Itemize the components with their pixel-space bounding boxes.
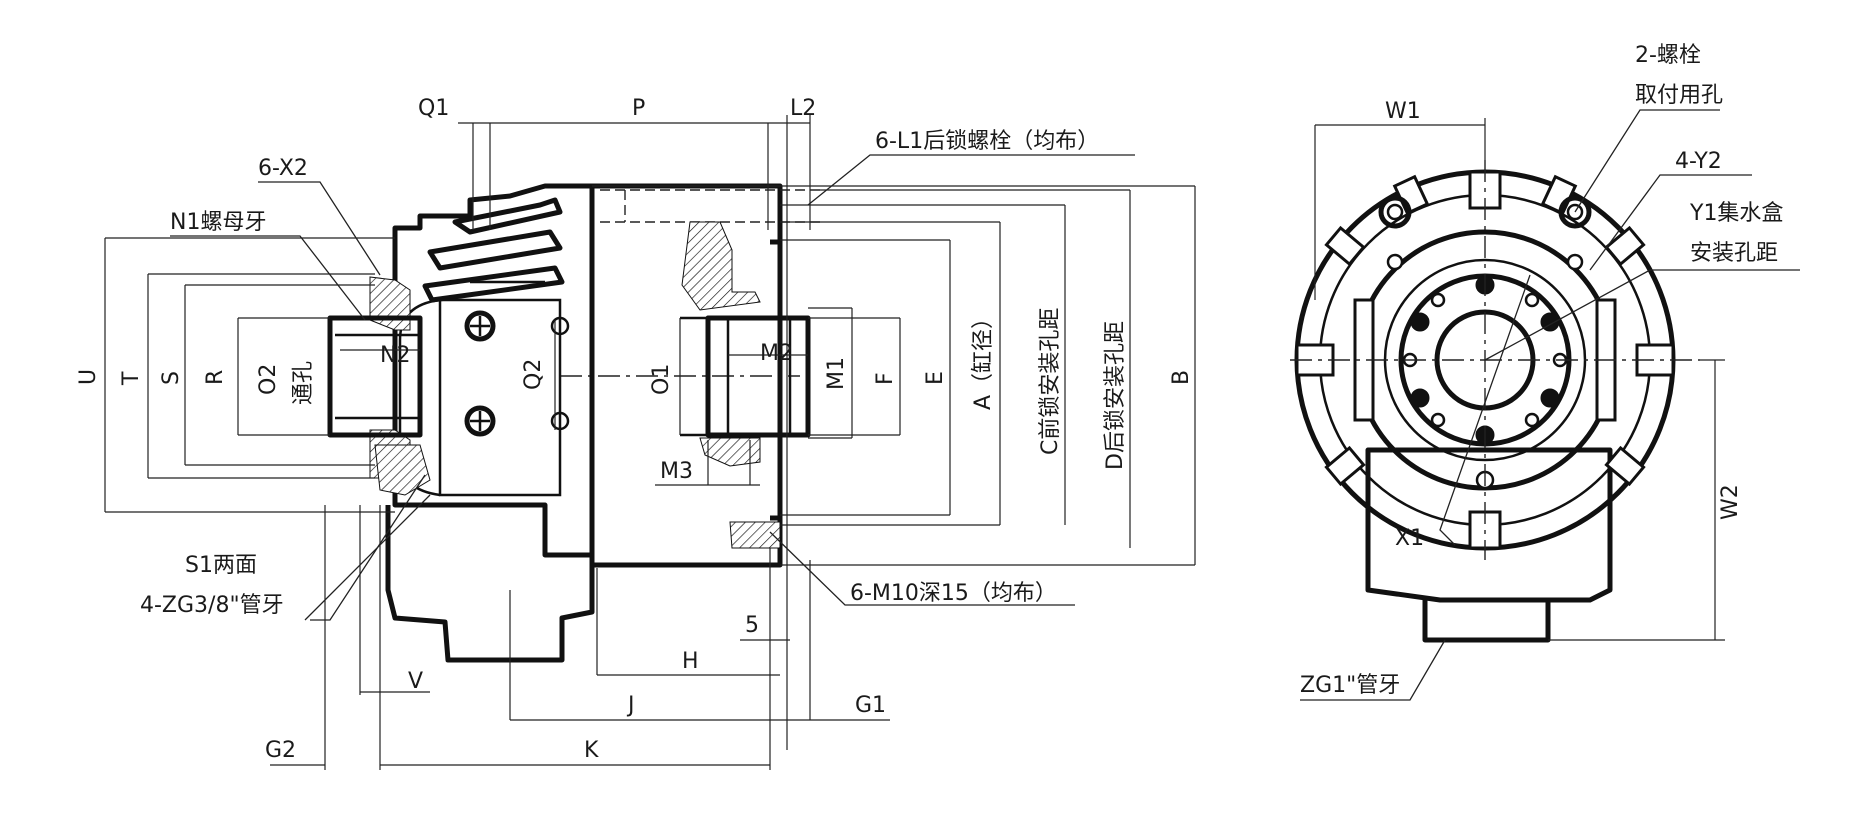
label-r: R	[203, 370, 228, 385]
label-s: S	[159, 371, 184, 385]
label-o2: O2	[256, 364, 281, 395]
label-y1-box: Y1集水盒	[1689, 201, 1783, 226]
label-m1: M1	[824, 357, 849, 390]
front-view: 2-螺栓 取付用孔 W1 4-Y2 Y1集水盒 安装孔距 W2 X1 ZG1"管…	[1290, 43, 1800, 701]
label-m3: M3	[660, 459, 693, 484]
label-e: E	[923, 371, 948, 385]
label-q1: Q1	[418, 96, 449, 121]
label-zg1: ZG1"管牙	[1300, 673, 1400, 698]
label-p: P	[632, 96, 645, 121]
label-k: K	[584, 738, 599, 763]
label-o1: O1	[649, 364, 674, 395]
label-5: 5	[745, 613, 759, 638]
label-u: U	[76, 369, 101, 385]
label-x1: X1	[1395, 526, 1424, 551]
label-g1: G1	[855, 693, 886, 718]
label-b: B	[1169, 370, 1194, 385]
label-c-front-hole: C前锁安装孔距	[1038, 308, 1063, 455]
zg1-port	[1422, 598, 1551, 643]
side-dimensions	[104, 115, 1196, 770]
label-l1-bolt: 6-L1后锁螺栓（均布）	[875, 129, 1099, 154]
label-h: H	[682, 649, 699, 674]
label-4-y2: 4-Y2	[1675, 149, 1722, 174]
port-upper	[464, 310, 496, 342]
label-m2: M2	[760, 341, 793, 366]
port-lower	[464, 405, 496, 437]
label-a-bore: A（缸径）	[971, 307, 996, 410]
label-j: J	[626, 693, 635, 718]
mount-bolt-left	[1378, 195, 1412, 229]
label-s1: S1两面	[185, 553, 257, 578]
label-w2: W2	[1718, 484, 1743, 520]
label-m10: 6-M10深15（均布）	[850, 581, 1057, 606]
side-view: Q1 P L2 6-L1后锁螺栓（均布） 6-X2 N1螺母牙 U T S R …	[76, 96, 1196, 770]
label-n1: N1螺母牙	[170, 210, 266, 235]
label-v: V	[408, 669, 423, 694]
label-w1: W1	[1385, 99, 1421, 124]
water-box	[1365, 447, 1613, 603]
label-g2: G2	[265, 738, 296, 763]
label-6-x2: 6-X2	[258, 156, 308, 181]
label-d-rear-hole: D后锁安装孔距	[1103, 321, 1128, 470]
label-zg38: 4-ZG3/8"管牙	[140, 593, 284, 618]
label-t: T	[119, 371, 144, 386]
label-f: F	[873, 372, 898, 385]
label-y1-hole: 安装孔距	[1690, 241, 1778, 266]
label-2-bolt: 2-螺栓	[1635, 43, 1701, 68]
mount-bolt-right	[1558, 195, 1592, 229]
label-q2: Q2	[521, 359, 546, 390]
label-l2: L2	[790, 96, 816, 121]
label-through-hole: 通孔	[291, 361, 316, 405]
label-bolt-hole: 取付用孔	[1635, 83, 1723, 108]
label-n2: N2	[380, 343, 410, 368]
